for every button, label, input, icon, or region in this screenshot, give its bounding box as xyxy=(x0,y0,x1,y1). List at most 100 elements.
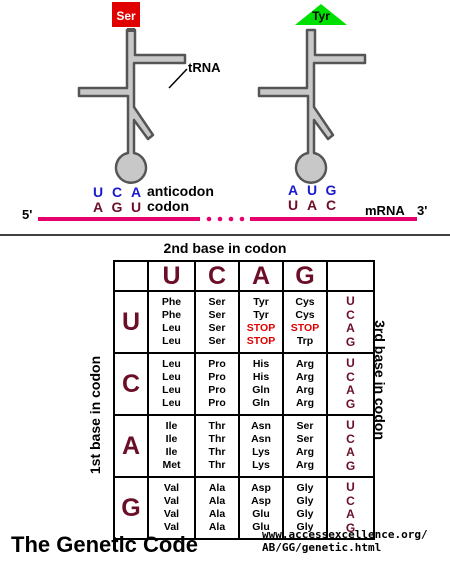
amino-acid: Phe xyxy=(161,295,182,308)
left-anticodon-1: U xyxy=(93,184,103,200)
amino-acid: Ser xyxy=(208,335,226,348)
amino-acid: Gly xyxy=(296,494,314,507)
third-base: A xyxy=(346,383,355,397)
amino-acid: Asn xyxy=(251,432,271,445)
third-base: G xyxy=(345,520,356,535)
page-title: The Genetic Code xyxy=(11,532,199,557)
amino-acid: Gln xyxy=(252,384,270,396)
mrna-label: mRNA xyxy=(365,203,405,218)
amino-acid: Pro xyxy=(208,384,226,396)
amino-acid: Asp xyxy=(251,494,271,507)
second-base-u: U xyxy=(147,260,196,292)
amino-acid: Ile xyxy=(165,419,178,432)
source-url-line-1: www.accessexcellence.org/ xyxy=(262,528,428,541)
source-url-line-2: AB/GG/genetic.html xyxy=(262,541,382,554)
third-base: U xyxy=(346,480,355,494)
third-base: G xyxy=(345,458,356,473)
left-codon-1: A xyxy=(93,199,103,215)
anticodon-label: anticodon xyxy=(147,183,214,199)
amino-acid: Ala xyxy=(208,481,226,494)
amino-acid: Cys xyxy=(295,295,315,308)
trna-right xyxy=(257,28,367,184)
third-base: U xyxy=(346,418,355,432)
amino-acid: Ala xyxy=(208,521,226,534)
serine-label: Ser xyxy=(116,9,136,23)
mrna-dot-4 xyxy=(239,216,245,222)
amino-acid: Arg xyxy=(295,459,315,472)
left-anticodon-2: C xyxy=(112,184,122,200)
amino-acid: Met xyxy=(162,459,181,472)
amino-acid: Ser xyxy=(208,295,226,308)
amino-acid: Gly xyxy=(296,508,314,520)
tyrosine-triangle xyxy=(295,4,347,25)
third-base: G xyxy=(345,396,356,411)
mrna-dot-1 xyxy=(206,216,212,222)
amino-acid: Tyr xyxy=(253,308,269,321)
amino-acid: Arg xyxy=(295,370,315,383)
amino-acid: Gly xyxy=(296,521,314,534)
third-header-blank xyxy=(326,260,375,292)
left-anticodon-3: A xyxy=(131,184,141,200)
right-codon-3: C xyxy=(326,197,336,213)
amino-acid: Ala xyxy=(208,508,226,520)
right-codon-2: A xyxy=(307,197,317,213)
codon-label: codon xyxy=(147,198,189,214)
amino-acid: Leu xyxy=(162,357,181,370)
amino-acid: Tyr xyxy=(253,295,269,308)
amino-acid: Ser xyxy=(208,308,226,321)
stop-codon: STOP xyxy=(246,335,276,348)
trna-left xyxy=(77,28,187,184)
source-url: www.accessexcellence.org/ AB/GG/genetic.… xyxy=(262,528,428,554)
amino-acid: Gln xyxy=(252,397,270,410)
trna-left-acceptor xyxy=(127,28,135,32)
amino-acid: Asp xyxy=(251,481,271,494)
amino-acid: Pro xyxy=(208,370,226,383)
third-base: G xyxy=(345,334,356,349)
amino-acid: Thr xyxy=(208,419,226,432)
amino-acid: Ile xyxy=(165,432,178,445)
amino-acid: Ser xyxy=(296,432,314,445)
trna-left-body xyxy=(77,28,187,184)
amino-acid: Val xyxy=(163,508,180,520)
third-base: U xyxy=(346,356,355,370)
amino-acid: Lys xyxy=(252,459,270,472)
amino-acid: Thr xyxy=(208,446,226,458)
third-base: C xyxy=(346,493,355,508)
first-base-a: A xyxy=(113,414,149,478)
amino-acid: Arg xyxy=(295,384,315,396)
amino-acid: Cys xyxy=(295,308,315,321)
mrna-dot-3 xyxy=(228,216,234,222)
third-base: A xyxy=(346,507,355,521)
serine-box xyxy=(112,2,140,27)
amino-acid: His xyxy=(252,370,270,383)
amino-acid: Gly xyxy=(296,481,314,494)
stop-codon: STOP xyxy=(246,322,276,334)
left-codon-2: G xyxy=(112,199,123,215)
third-base: U xyxy=(346,294,355,308)
amino-acid: Pro xyxy=(208,357,226,370)
amino-acid: Leu xyxy=(162,397,181,410)
third-base: A xyxy=(346,321,355,335)
three-prime-label: 3' xyxy=(417,203,427,218)
stop-codon: STOP xyxy=(290,322,320,334)
amino-acid: Arg xyxy=(295,397,315,410)
amino-acid: Ser xyxy=(296,419,314,432)
first-base-label: 1st base in codon xyxy=(87,355,103,475)
